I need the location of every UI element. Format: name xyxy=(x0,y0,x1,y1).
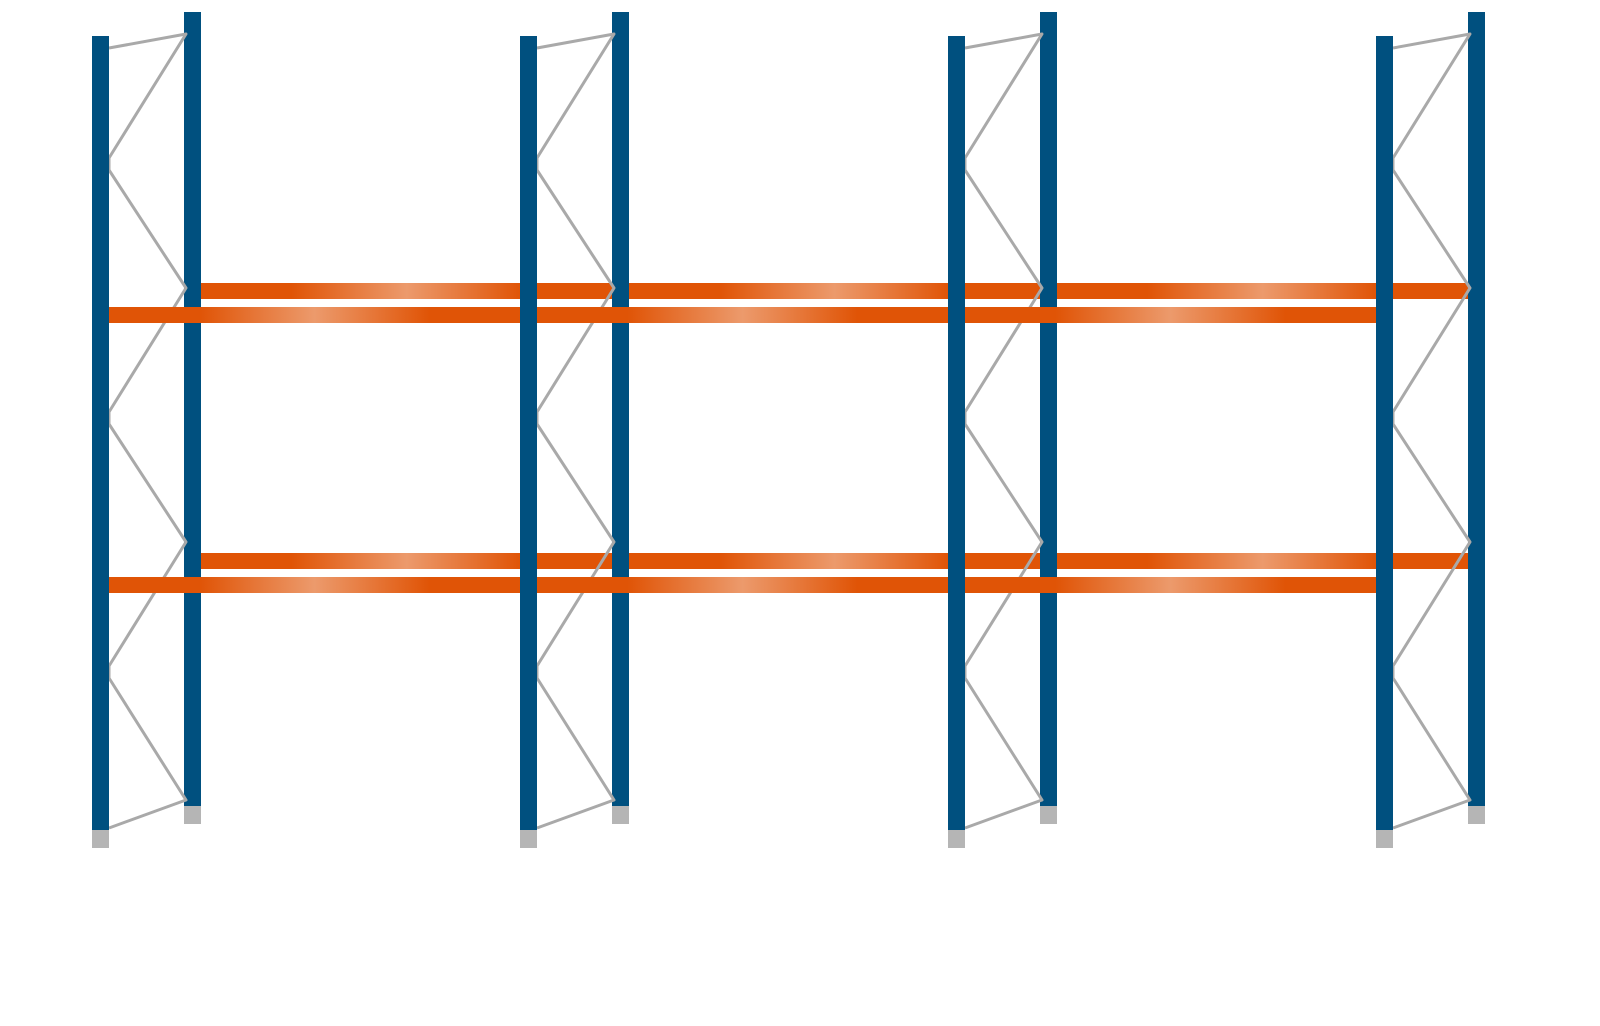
beam-back-level-2-bay-3 xyxy=(1057,553,1468,569)
upright-front-2 xyxy=(520,36,537,830)
beam-front-level-2-bay-1 xyxy=(109,577,520,593)
frame-bracing-1 xyxy=(107,32,188,830)
beam-back-level-2-bay-2 xyxy=(629,553,1040,569)
front-beams xyxy=(109,307,1376,593)
upright-back-3 xyxy=(1040,12,1057,806)
foot-plate-back-3 xyxy=(1040,806,1057,824)
beam-front-level-1-bay-2 xyxy=(537,307,948,323)
frame-bracing-4 xyxy=(1391,32,1472,830)
foot-plate-back-2 xyxy=(612,806,629,824)
foot-plate-front-1 xyxy=(92,830,109,848)
back-beams xyxy=(201,283,1468,569)
beam-back-level-1-bay-3 xyxy=(1057,283,1468,299)
beam-back-level-1-bay-1 xyxy=(201,283,612,299)
back-uprights xyxy=(184,12,1485,806)
front-uprights xyxy=(92,36,1393,830)
upright-front-4 xyxy=(1376,36,1393,830)
beam-back-level-2-bay-1 xyxy=(201,553,612,569)
foot-plate-back-4 xyxy=(1468,806,1485,824)
frame-bracing xyxy=(107,32,1472,830)
upright-front-3 xyxy=(948,36,965,830)
upright-back-1 xyxy=(184,12,201,806)
foot-plates xyxy=(92,806,1485,848)
foot-plate-front-4 xyxy=(1376,830,1393,848)
beam-front-level-1-bay-3 xyxy=(965,307,1376,323)
upright-back-4 xyxy=(1468,12,1485,806)
foot-plate-back-1 xyxy=(184,806,201,824)
upright-front-1 xyxy=(92,36,109,830)
upright-back-2 xyxy=(612,12,629,806)
foot-plate-front-3 xyxy=(948,830,965,848)
beam-front-level-1-bay-1 xyxy=(109,307,520,323)
frame-bracing-2 xyxy=(535,32,616,830)
beam-front-level-2-bay-2 xyxy=(537,577,948,593)
foot-plate-front-2 xyxy=(520,830,537,848)
beam-back-level-1-bay-2 xyxy=(629,283,1040,299)
frame-bracing-3 xyxy=(963,32,1044,830)
beam-front-level-2-bay-3 xyxy=(965,577,1376,593)
